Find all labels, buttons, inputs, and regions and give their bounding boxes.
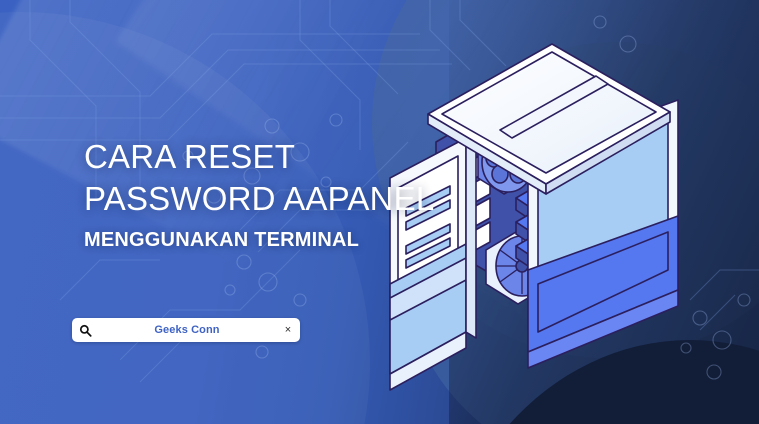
search-icon[interactable] (72, 324, 98, 337)
search-bar[interactable]: × (72, 318, 300, 342)
headline-block: CARA RESET PASSWORD AAPANEL MENGGUNAKAN … (84, 136, 435, 252)
page-title-line-2: PASSWORD AAPANEL (84, 180, 435, 217)
server-illustration (389, 43, 679, 391)
search-input[interactable] (98, 324, 276, 336)
page-title-line-1: CARA RESET (84, 138, 296, 175)
page-subtitle: MENGGUNAKAN TERMINAL (84, 229, 360, 251)
close-icon[interactable]: × (284, 324, 292, 336)
